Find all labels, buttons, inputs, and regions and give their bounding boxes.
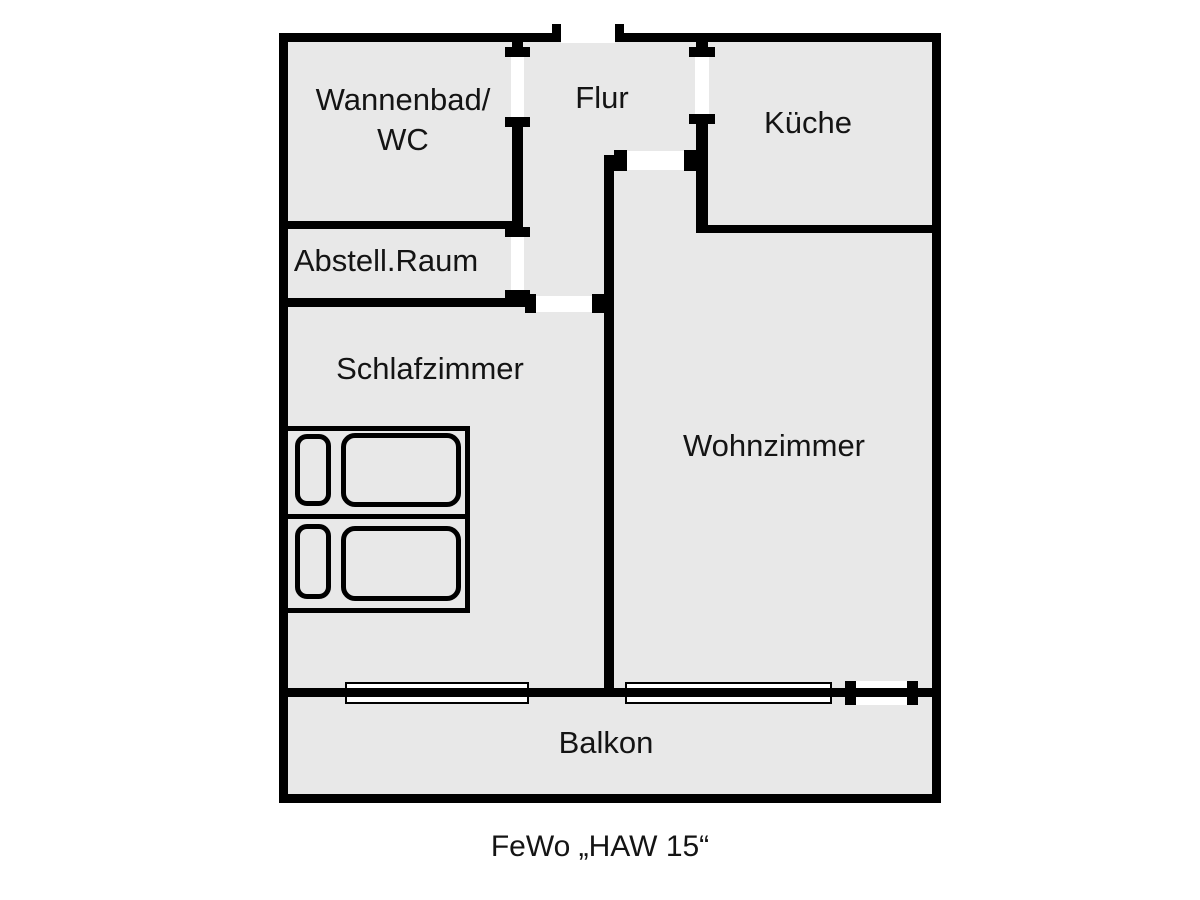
room-label-storage: Abstell.Raum: [293, 243, 479, 278]
wall-outer-left: [279, 33, 288, 803]
living-door-jamb-right: [684, 150, 697, 171]
window-living-wall-line: [624, 688, 833, 697]
bed-divider: [288, 514, 465, 519]
room-label-kitchen: Küche: [764, 105, 852, 140]
kitchen-door-jamb-bottom: [689, 114, 715, 124]
entrance-door-jamb-right: [615, 24, 624, 42]
kitchen-door-jamb-top: [689, 47, 715, 57]
room-label-balcony: Balkon: [558, 725, 654, 760]
mattress-bottom: [341, 526, 461, 601]
living-door-jamb-left: [614, 150, 627, 171]
entrance-door-jamb-left: [552, 24, 561, 42]
bedroom-door-opening: [536, 296, 592, 312]
living-door-opening: [627, 151, 684, 170]
bedroom-door-jamb-left: [525, 294, 536, 313]
wall-bedroom-top: [288, 298, 536, 307]
storage-door-jamb-bottom: [505, 290, 530, 300]
window-bedroom: [344, 682, 530, 704]
room-label-living: Wohnzimmer: [682, 428, 866, 463]
balcony-door-jamb-right: [907, 681, 918, 705]
bedroom-door-jamb-right: [592, 294, 604, 313]
window-living: [624, 682, 833, 704]
bathroom-door-jamb-top: [505, 47, 530, 57]
balcony-door-jamb-left: [845, 681, 856, 705]
wall-kitchen-bottom: [696, 225, 932, 233]
storage-door-jamb-top: [505, 227, 530, 237]
room-label-hallway: Flur: [575, 80, 629, 115]
double-bed: [283, 426, 470, 613]
bathroom-door-opening: [511, 57, 524, 117]
wall-bathroom-storage: [288, 221, 523, 229]
entrance-door-opening: [561, 32, 615, 43]
mattress-top: [341, 433, 461, 507]
pillow-bottom: [295, 524, 331, 599]
balcony-door-sill: [845, 688, 918, 697]
window-bedroom-wall-line: [344, 688, 530, 697]
caption: FeWo „HAW 15“: [490, 830, 710, 863]
storage-door-opening: [511, 237, 524, 290]
bathroom-door-jamb-bottom: [505, 117, 530, 127]
kitchen-door-opening: [695, 57, 709, 114]
room-label-bedroom: Schlafzimmer: [336, 351, 524, 386]
room-label-bathroom-line1: Wannenbad/: [315, 82, 491, 117]
room-label-bathroom: Wannenbad/ WC: [303, 80, 503, 160]
pillow-top: [295, 434, 331, 506]
wall-outer-right: [932, 33, 941, 803]
wall-outer-bottom: [279, 794, 941, 803]
wall-bedroom-living: [604, 155, 614, 697]
wall-balcony: [288, 688, 932, 697]
room-label-bathroom-line2: WC: [377, 122, 429, 157]
wall-bathroom-hallway: [512, 42, 523, 307]
